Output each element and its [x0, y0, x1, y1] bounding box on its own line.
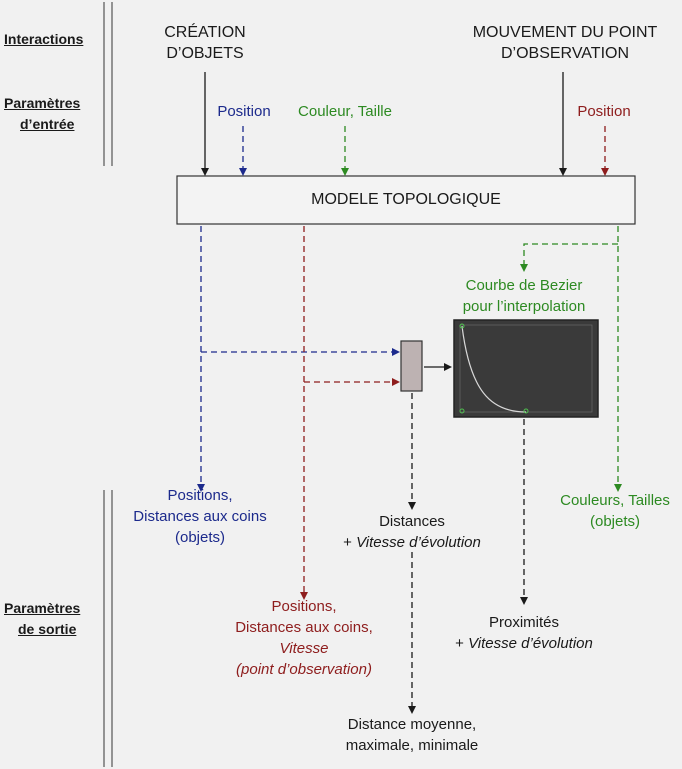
- bezier-label: Courbe de Bezier pour l’interpolation: [444, 275, 604, 317]
- creation-line2: D’OBJETS: [166, 45, 244, 62]
- input-params-line1: Paramètres: [4, 95, 81, 111]
- creation-line1: CRÉATION: [164, 24, 246, 41]
- objects-output: Positions, Distances aux coins (objets): [110, 485, 290, 548]
- color-size-input: Couleur, Taille: [298, 103, 392, 120]
- output-params-label: Paramètres de sortie: [4, 598, 80, 640]
- proximity-output-line1: Proximités: [488, 614, 559, 631]
- proximity-output: Proximités + Vitesse d’évolution: [434, 612, 614, 654]
- model-title: MODELE TOPOLOGIQUE: [311, 191, 501, 208]
- colors-output: Couleurs, Tailles (objets): [545, 490, 682, 532]
- bezier-graph: [453, 319, 599, 418]
- distances-output: Distances + Vitesse d’évolution: [322, 511, 502, 553]
- objects-output-line3: (objets): [174, 529, 226, 546]
- bezier-line2: pour l’interpolation: [462, 298, 586, 315]
- distances-output-line2: + Vitesse d’évolution: [322, 532, 502, 553]
- observer-output-line1: Positions,: [271, 598, 337, 615]
- movement-line1: MOUVEMENT DU POINT: [472, 24, 658, 41]
- switch-box: [400, 340, 423, 392]
- model-box: [176, 175, 636, 225]
- output-params-line1: Paramètres: [4, 600, 81, 616]
- output-params-line2: de sortie: [18, 621, 77, 637]
- proximity-output-line2: + Vitesse d’évolution: [434, 633, 614, 654]
- observer-output: Positions, Distances aux coins, Vitesse …: [214, 596, 394, 680]
- observer-output-line4: (point d’observation): [236, 661, 372, 678]
- distances-output-line1: Distances: [379, 513, 445, 530]
- interactions-label: Interactions: [4, 31, 84, 47]
- input-params-label: Paramètres d’entrée: [4, 93, 80, 135]
- average-distance-line2: maximale, minimale: [345, 737, 479, 754]
- objects-output-line2: Distances aux coins: [133, 508, 267, 525]
- observer-output-line3: Vitesse: [279, 640, 329, 657]
- average-distance-output: Distance moyenne, maximale, minimale: [322, 714, 502, 756]
- distances-prefix: +: [343, 534, 357, 551]
- green-to-bezier-line: [520, 243, 618, 272]
- colors-output-line1: Couleurs, Tailles: [560, 492, 670, 509]
- separator-bottom: [103, 490, 113, 767]
- objects-output-line1: Positions,: [167, 487, 233, 504]
- observer-output-line2: Distances aux coins,: [235, 619, 373, 636]
- movement-line2: D’OBSERVATION: [500, 45, 630, 62]
- average-distance-line1: Distance moyenne,: [347, 716, 477, 733]
- observer-movement-text: MOUVEMENT DU POINT D’OBSERVATION: [440, 22, 682, 64]
- position-objects-input: Position: [217, 103, 271, 120]
- creation-objects-text: CRÉATION D’OBJETS: [145, 22, 265, 64]
- proximity-italic: Vitesse d’évolution: [468, 635, 593, 652]
- distances-italic: Vitesse d’évolution: [356, 534, 481, 551]
- input-params-line2: d’entrée: [20, 116, 75, 132]
- bezier-curve: [461, 325, 527, 413]
- bezier-line1: Courbe de Bezier: [465, 277, 583, 294]
- proximity-prefix: +: [455, 635, 469, 652]
- position-observer-input: Position: [577, 103, 631, 120]
- colors-output-line2: (objets): [589, 513, 641, 530]
- separator-top: [103, 2, 113, 166]
